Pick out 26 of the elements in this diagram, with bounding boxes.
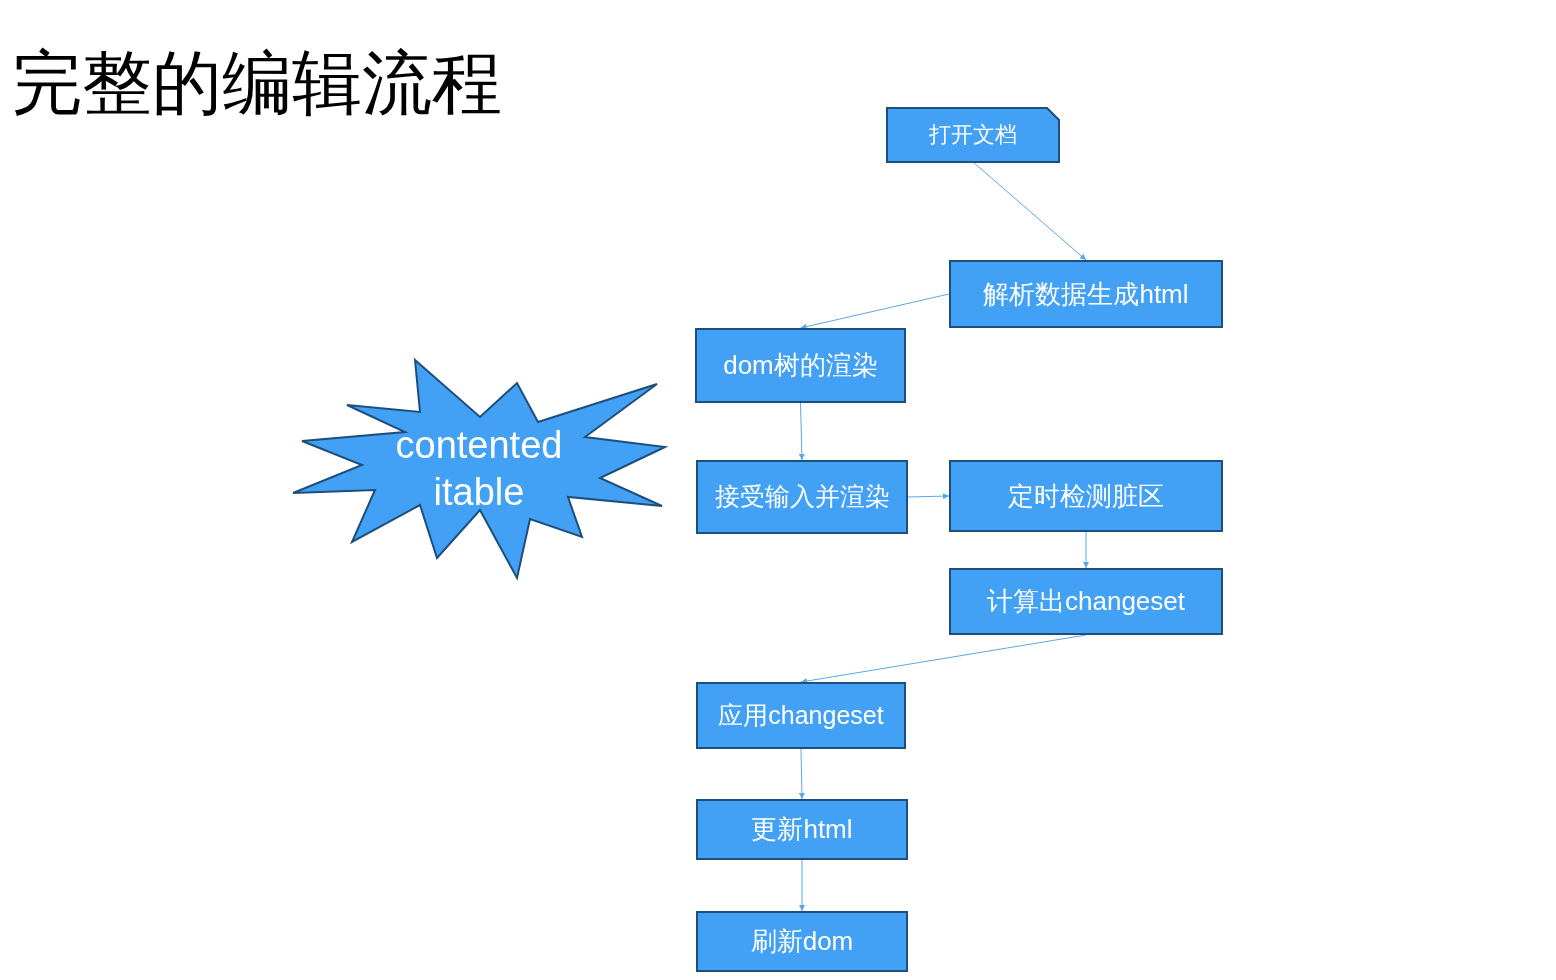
arrow: [799, 859, 805, 912]
node-label: 接受输入并渲染: [714, 481, 890, 513]
process-box: [696, 460, 908, 534]
node-label: 刷新dom: [750, 925, 854, 958]
process-box: [695, 328, 906, 403]
arrow: [800, 293, 950, 330]
process-box: [696, 682, 906, 749]
node-label: 应用changeset: [718, 699, 884, 731]
node-label: dom树的渲染: [723, 349, 878, 382]
node-label: 计算出changeset: [987, 585, 1185, 618]
arrow: [798, 402, 805, 461]
process-box: [949, 568, 1223, 635]
arrow: [907, 493, 950, 500]
node-label: contented itable: [394, 422, 564, 515]
arrow: [972, 161, 1087, 261]
process-box: [696, 911, 908, 972]
node-label: 解析数据生成html: [983, 277, 1189, 311]
process-box: [949, 260, 1223, 328]
arrow: [798, 748, 805, 800]
arrow: [1083, 531, 1089, 569]
node-label: 打开文档: [929, 121, 1017, 149]
process-box: [696, 799, 908, 860]
node-label: 定时检测脏区: [1008, 479, 1164, 513]
process-box: [949, 460, 1223, 532]
slide-title: 完整的编辑流程: [12, 48, 502, 118]
node-label: 更新html: [751, 813, 853, 846]
